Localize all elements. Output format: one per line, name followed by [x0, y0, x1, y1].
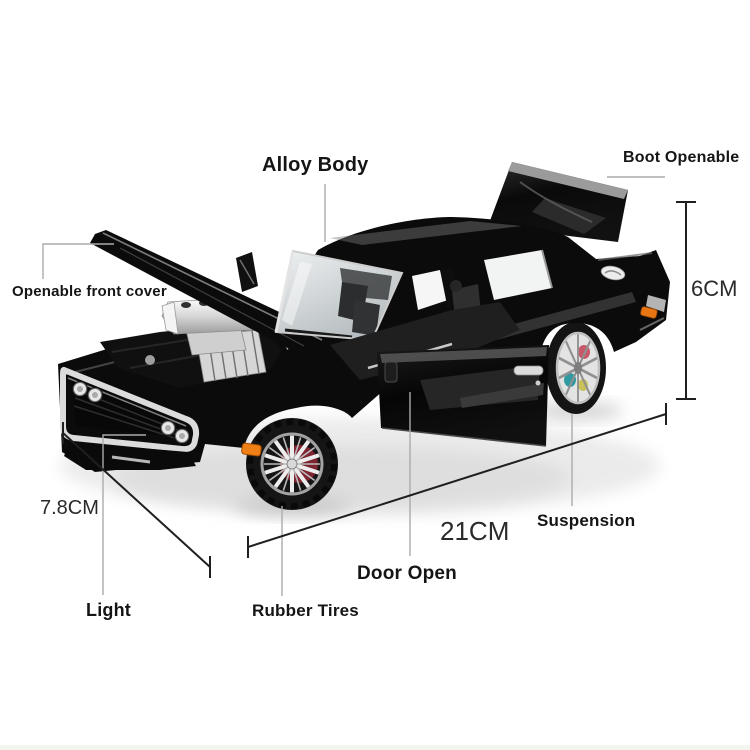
dimension-line-length — [247, 403, 667, 558]
leader-line-openable-front-cover — [42, 243, 114, 279]
label-openable-front-cover: Openable front cover — [12, 283, 167, 300]
label-rubber-tires: Rubber Tires — [252, 601, 359, 620]
leader-lines — [42, 176, 665, 596]
dimension-front-width-value: 7.8CM — [40, 497, 99, 519]
door-open-panel — [377, 345, 549, 447]
rear-wheel — [546, 322, 606, 414]
label-alloy-body: Alloy Body — [262, 154, 369, 176]
front-bumper-chrome — [60, 366, 200, 453]
label-boot-openable: Boot Openable — [623, 149, 740, 166]
rear-side-marker — [640, 306, 658, 319]
label-suspension: Suspension — [537, 511, 636, 530]
dimension-lines — [62, 201, 696, 578]
quarter-window — [484, 250, 552, 300]
door-handle — [513, 365, 544, 376]
dimension-length-value: 21CM — [440, 516, 510, 546]
windshield — [274, 249, 404, 342]
headlights — [72, 381, 190, 444]
rear-details — [600, 265, 666, 331]
door-window-opening — [412, 270, 448, 310]
dimension-line-front-width — [62, 422, 211, 578]
boot-badge — [600, 265, 626, 281]
front-side-marker — [241, 442, 262, 457]
image-bottom-edge — [0, 745, 750, 750]
leader-line-light — [102, 434, 146, 595]
dimension-line-height — [676, 201, 696, 400]
front-wheel — [246, 418, 338, 510]
label-door-open: Door Open — [357, 563, 457, 584]
label-light: Light — [86, 600, 131, 620]
dimension-height-value: 6CM — [691, 276, 738, 301]
